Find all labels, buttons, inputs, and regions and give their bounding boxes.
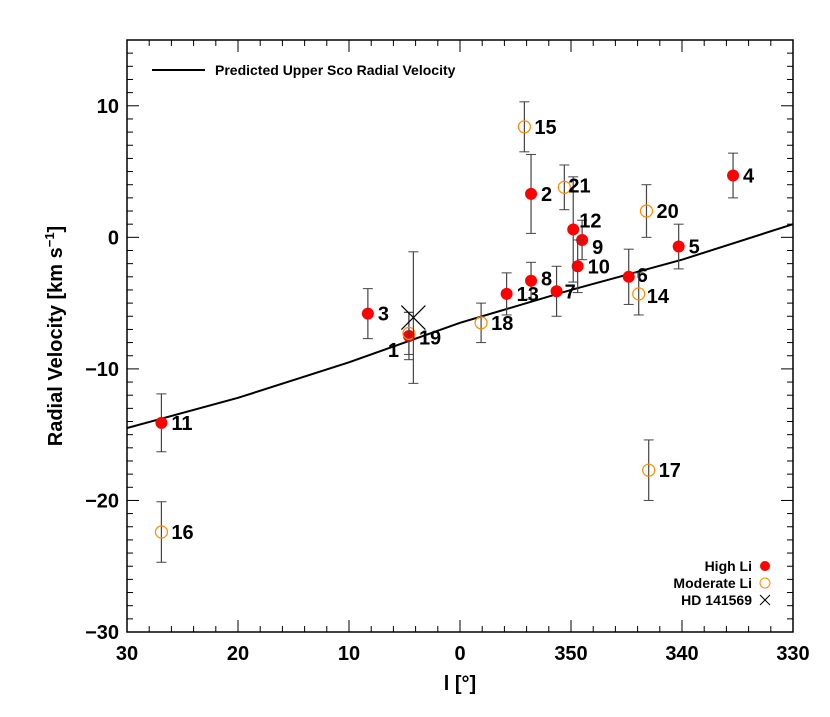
point-label: 11: [171, 413, 192, 435]
point-label: 20: [656, 201, 678, 223]
legend-label: HD 141569: [681, 592, 752, 608]
high-li-marker: [361, 307, 374, 320]
point-label: 6: [637, 265, 648, 287]
moderate-li-marker: [639, 204, 654, 218]
high-li-marker: [500, 287, 513, 300]
high-li-marker: [525, 187, 538, 200]
high-li-marker: [571, 260, 584, 273]
data-point: 15: [517, 101, 557, 153]
legend-high-li-marker: [760, 561, 770, 571]
point-label: 9: [592, 237, 603, 259]
legend-label: High Li: [705, 558, 752, 574]
x-tick-label: 30: [116, 643, 138, 665]
data-point: 18: [474, 302, 513, 344]
high-li-marker: [155, 416, 168, 429]
legend-hd141569-marker: [759, 594, 771, 606]
point-label: 1: [388, 340, 399, 362]
data-point: 10: [571, 239, 610, 294]
point-label: 5: [689, 237, 700, 259]
high-li-marker: [672, 240, 685, 253]
moderate-li-marker: [557, 180, 571, 194]
x-tick-label: 20: [227, 643, 249, 665]
y-tick-label: −20: [85, 490, 119, 512]
y-tick-label: 0: [108, 227, 119, 249]
data-point: 2: [525, 153, 552, 234]
point-label: 10: [588, 256, 610, 278]
high-li-marker: [567, 223, 580, 236]
data-point: 20: [639, 184, 679, 238]
legend-moderate-li-marker: [759, 577, 771, 589]
data-point: 6: [622, 248, 648, 305]
data-point: 17: [642, 439, 681, 501]
data-point: 7: [550, 265, 576, 317]
data-point: 21: [557, 164, 591, 211]
x-tick-label: 10: [338, 643, 360, 665]
point-label: 2: [541, 184, 552, 206]
plot-frame: [126, 39, 794, 633]
data-point: 14: [632, 272, 670, 316]
moderate-li-marker: [402, 326, 416, 340]
moderate-li-marker: [642, 463, 656, 477]
data-point: 19: [402, 311, 441, 355]
data-point: 12: [567, 176, 601, 283]
point-label: 14: [647, 286, 670, 308]
moderate-li-marker: [154, 525, 169, 539]
data-point: 5: [672, 223, 700, 270]
x-tick-label: 350: [554, 643, 587, 665]
point-label: 15: [534, 117, 556, 139]
point-label: 8: [541, 269, 552, 291]
point-label: 18: [491, 313, 513, 335]
data-point: 8: [525, 261, 552, 300]
moderate-li-marker: [517, 120, 531, 134]
point-label: 12: [579, 210, 601, 232]
y-axis-label: Radial Velocity [km s−1]: [42, 226, 67, 446]
moderate-li-marker: [474, 316, 488, 330]
x-tick-label: 330: [776, 643, 809, 665]
high-li-marker: [550, 285, 563, 298]
legend-label: Moderate Li: [673, 575, 752, 591]
high-li-marker: [727, 169, 740, 182]
point-label: 7: [565, 281, 576, 303]
data-point: 3: [361, 288, 389, 340]
data-point: 16: [154, 501, 194, 563]
y-tick-label: 10: [97, 96, 119, 118]
moderate-li-marker: [632, 287, 646, 301]
high-li-marker: [622, 270, 635, 283]
point-label: 19: [419, 327, 441, 349]
data-point: [400, 251, 426, 384]
data-point: 4: [727, 152, 755, 199]
data-point: 13: [500, 272, 539, 316]
point-label: 3: [378, 304, 389, 326]
point-label: 13: [517, 284, 539, 306]
point-label: 4: [743, 166, 755, 188]
y-tick-label: −30: [85, 622, 119, 644]
curve-legend-label: Predicted Upper Sco Radial Velocity: [215, 62, 456, 78]
x-axis-label: l [°]: [444, 673, 476, 695]
x-tick-label: 0: [454, 643, 465, 665]
data-point: 11: [155, 393, 193, 453]
point-label: 21: [568, 175, 590, 197]
high-li-marker: [525, 274, 538, 287]
predicted-rv-curve: [126, 223, 794, 430]
point-label: 16: [171, 522, 193, 544]
y-tick-label: −10: [85, 359, 119, 381]
point-label: 17: [659, 460, 681, 482]
hd141569-marker: [400, 305, 426, 331]
x-tick-label: 340: [665, 643, 698, 665]
